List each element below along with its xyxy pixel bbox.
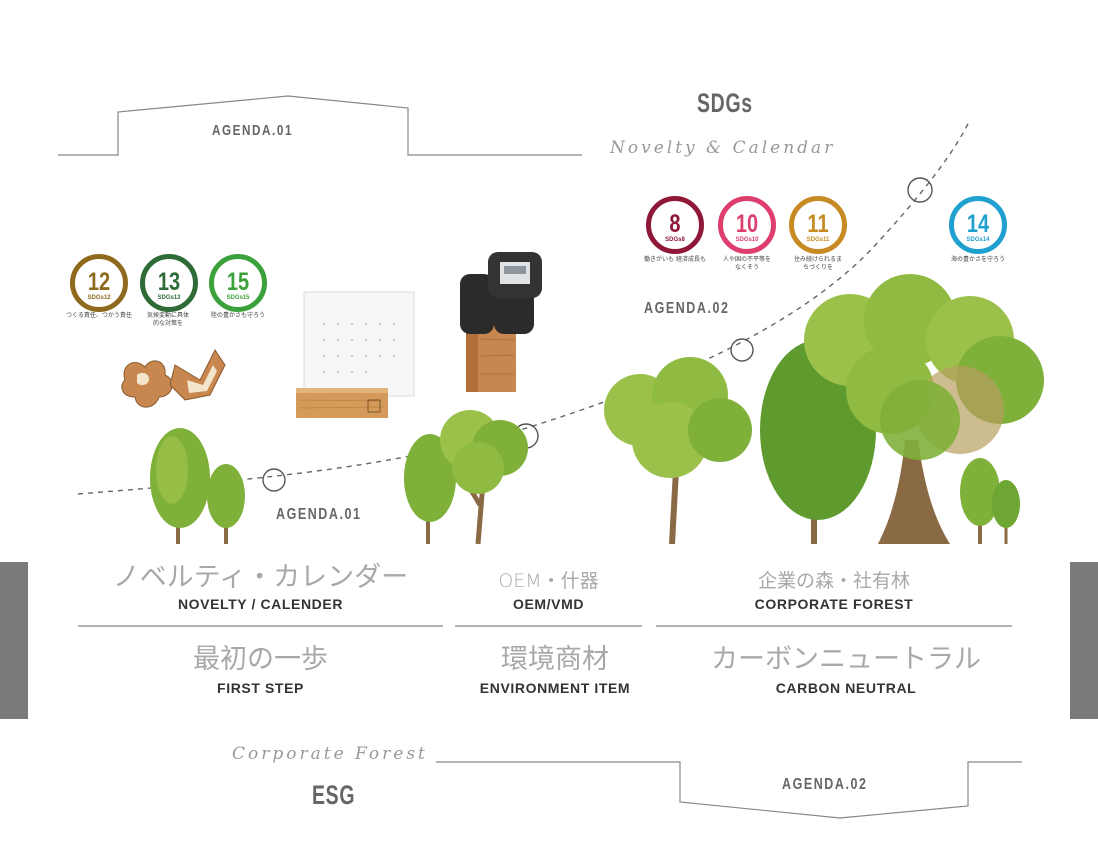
sdg-badge-8: 8 SDGs8 — [646, 196, 704, 254]
sdg-badge-11: 11 SDGs11 — [789, 196, 847, 254]
agenda-02-bottom-label: AGENDA.02 — [782, 776, 868, 793]
left-side-bar — [0, 562, 28, 719]
sdg-caption-11: 住み続けられるまちづくりを — [793, 256, 842, 271]
desk-calendar-illustration — [296, 291, 415, 418]
sdg-caption-10: 人や国の不平等をなくそう — [722, 256, 771, 271]
sdgs-title: SDGs — [697, 88, 753, 118]
esg-title: ESG — [312, 780, 356, 810]
column-novelty-jp: ノベルティ・カレンダー — [112, 562, 409, 593]
sdg-badge-15: 15 SDGs15 — [209, 254, 267, 312]
column-novelty: ノベルティ・カレンダー NOVELTY / CALENDER — [78, 560, 443, 612]
column-novelty-en: NOVELTY / CALENDER — [177, 596, 344, 612]
sdgs-script: Novelty & Calendar — [610, 138, 836, 158]
column-oem-en: OEM/VMD — [512, 596, 585, 612]
column-forest-jp: 企業の森・社有林 — [757, 570, 910, 592]
column-carbon-neutral: カーボンニュートラル CARBON NEUTRAL — [656, 640, 1036, 696]
agenda-02-mid-label: AGENDA.02 — [644, 300, 730, 317]
sdg-badge-12: 12 SDGs12 — [70, 254, 128, 312]
environment-item-en: ENVIRONMENT ITEM — [479, 680, 631, 696]
column-forest-en: CORPORATE FOREST — [754, 596, 914, 612]
sdg-caption-8: 働きがいも 経済成長も — [644, 256, 706, 263]
sdg-badge-13: 13 SDGs13 — [140, 254, 198, 312]
sdg-caption-15: 陸の豊かさも守ろう — [210, 312, 265, 319]
column-forest: 企業の森・社有林 CORPORATE FOREST — [656, 566, 1012, 612]
carbon-neutral-jp: カーボンニュートラル — [711, 644, 981, 675]
column-first-step: 最初の一歩 FIRST STEP — [78, 640, 443, 696]
column-oem: OEM・什器 OEM/VMD — [455, 566, 642, 612]
carbon-neutral-en: CARBON NEUTRAL — [775, 680, 917, 696]
sdg-caption-13: 気候変動に具体的な対策を — [146, 312, 189, 327]
environment-item-jp: 環境商材 — [501, 644, 609, 675]
first-step-jp: 最初の一歩 — [193, 644, 328, 675]
sdg-caption-14: 海の豊かさを守ろう — [950, 256, 1005, 263]
sdg-caption-12: つくる責任、つかう責任 — [66, 312, 132, 319]
watch-stand-illustration — [460, 252, 542, 392]
column-environment-item: 環境商材 ENVIRONMENT ITEM — [455, 640, 655, 696]
esg-script: Corporate Forest — [232, 744, 428, 764]
sdg-badge-14: 14 SDGs14 — [949, 196, 1007, 254]
column-oem-jp: OEM・什器 — [498, 570, 599, 592]
right-side-bar — [1070, 562, 1098, 719]
first-step-en: FIRST STEP — [217, 680, 304, 696]
wooden-pins-illustration — [121, 349, 226, 408]
sdg-badge-10: 10 SDGs10 — [718, 196, 776, 254]
agenda-01-top-label: AGENDA.01 — [212, 122, 294, 139]
agenda-01-path-label: AGENDA.01 — [276, 506, 362, 523]
